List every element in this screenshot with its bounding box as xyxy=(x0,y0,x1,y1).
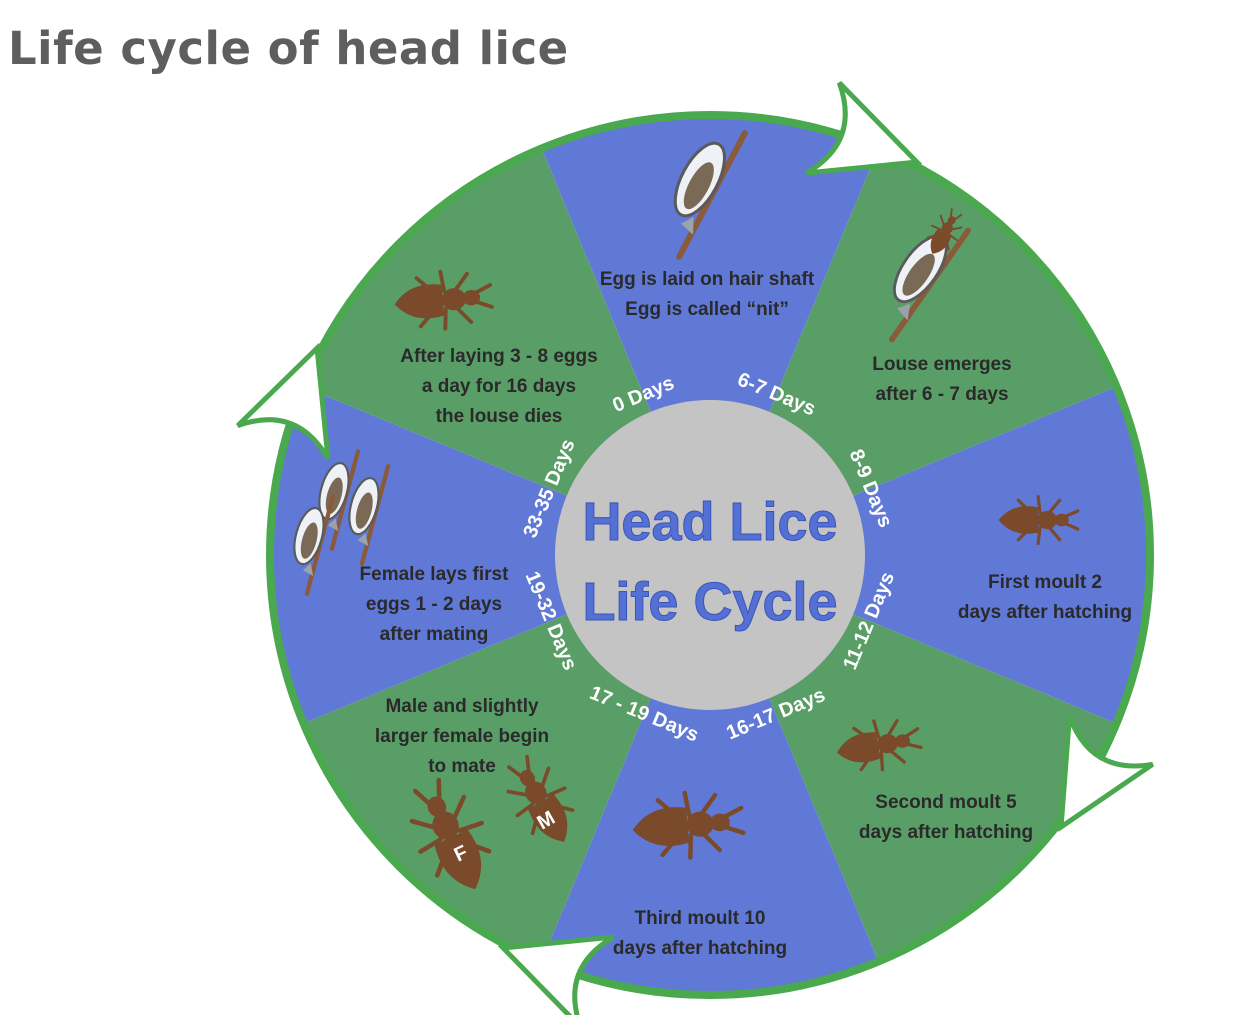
eggs-on-hair-icon xyxy=(293,449,391,596)
segment-wedge-3 xyxy=(710,363,1150,747)
center-title-line2: Life Cycle xyxy=(582,572,837,632)
icon-group: FM xyxy=(293,130,1080,890)
cycle-arrow-3-icon xyxy=(497,934,615,1015)
second-moult-louse-icon xyxy=(836,719,923,772)
segment-wedge-7 xyxy=(270,363,710,747)
cycle-arrows xyxy=(236,81,1155,1015)
page-title: Life cycle of head lice xyxy=(8,22,569,75)
first-moult-louse-icon xyxy=(998,495,1080,545)
segment-wedge-1 xyxy=(518,115,902,555)
emerging-louse-icon xyxy=(926,208,963,254)
female-louse-icon xyxy=(409,777,492,890)
nit-on-hair-icon xyxy=(673,130,748,260)
center-hub xyxy=(555,400,865,710)
center-title-line1: Head Lice xyxy=(582,492,837,552)
cycle-arrow-2-icon xyxy=(1058,715,1155,832)
third-moult-louse-icon xyxy=(632,790,746,860)
egg-3-icon xyxy=(293,494,336,596)
cycle-arrow-1-icon xyxy=(805,81,923,176)
egg-2-icon xyxy=(348,464,391,566)
cycle-arrow-4-icon xyxy=(236,342,331,460)
outer-ring xyxy=(266,111,1154,999)
dead-louse-icon xyxy=(394,269,494,331)
male-louse-icon xyxy=(506,754,575,842)
